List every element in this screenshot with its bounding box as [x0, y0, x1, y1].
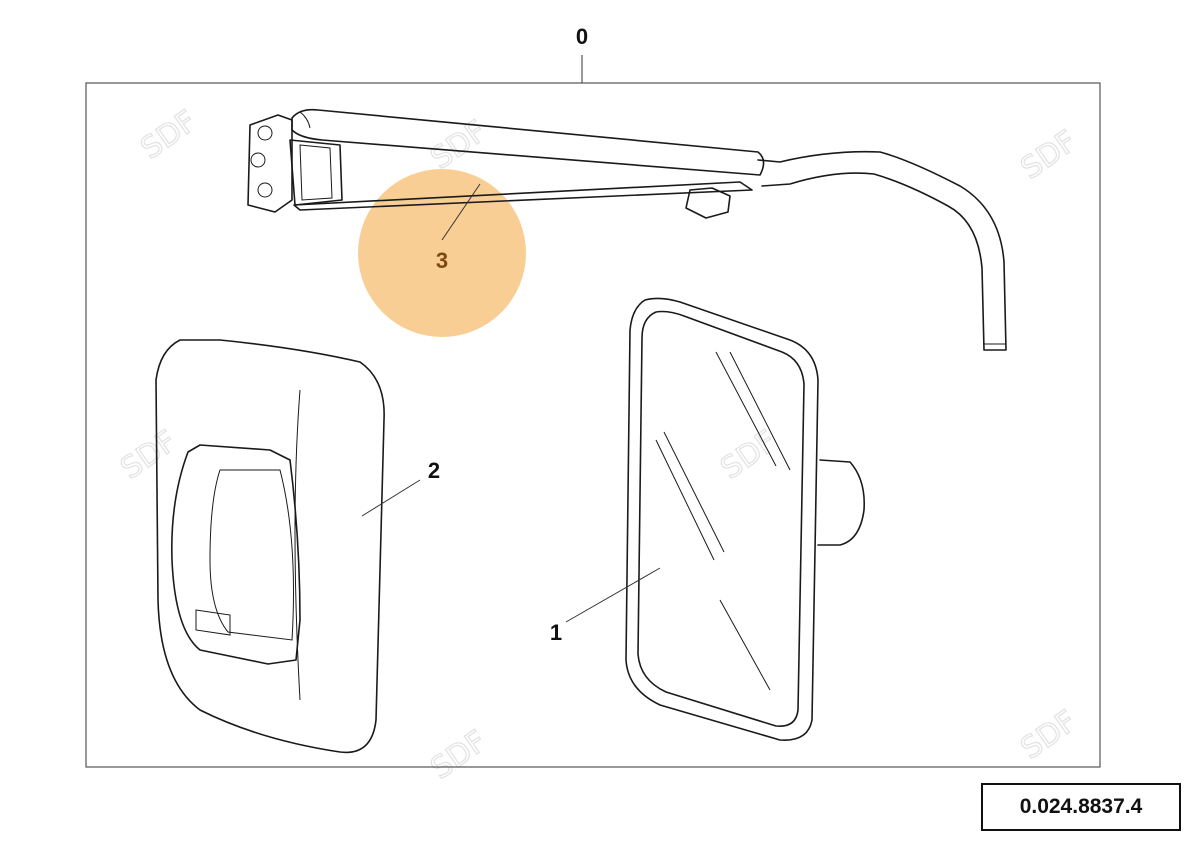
leader-3	[441, 183, 481, 241]
highlight-circle	[358, 169, 526, 337]
mirror-arm	[247, 108, 1007, 351]
drawing-code-label: 0.024.8837.4	[981, 783, 1181, 831]
mirror-glass	[625, 297, 866, 741]
watermark-layer: SDF SDF SDF SDF SDF SDF SDF	[114, 103, 1084, 787]
callout-0: 0	[576, 24, 588, 49]
leader-1	[565, 567, 661, 623]
watermark-sdf: SDF	[135, 104, 204, 167]
callout-3: 3	[436, 248, 448, 273]
watermark-sdf: SDF	[1015, 704, 1084, 767]
watermark-sdf: SDF	[425, 724, 494, 787]
mirror-housing	[155, 339, 385, 754]
watermark-sdf: SDF	[1015, 124, 1084, 187]
callout-2: 2	[428, 458, 440, 483]
watermark-sdf: SDF	[715, 424, 784, 487]
leader-2	[361, 479, 421, 517]
callout-1: 1	[550, 620, 562, 645]
assembly-frame	[85, 82, 1101, 768]
watermark-sdf: SDF	[115, 424, 184, 487]
